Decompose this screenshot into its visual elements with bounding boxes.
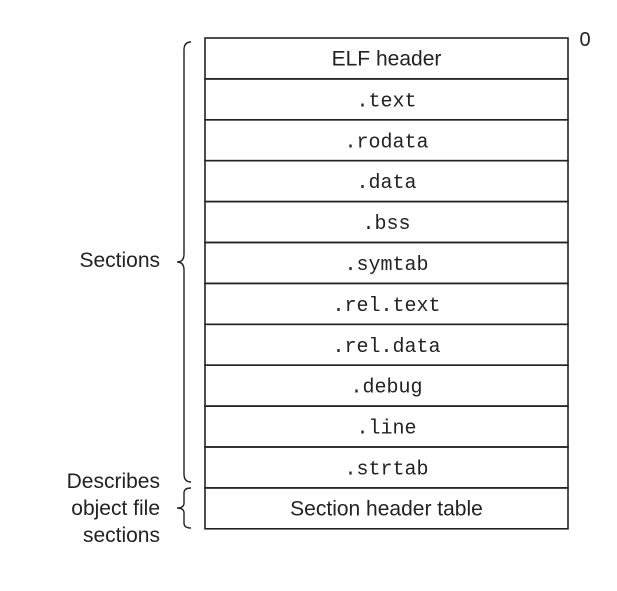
sections-label: Sections (79, 249, 160, 272)
describes-brace (176, 487, 192, 529)
row-label-data: .data (356, 172, 416, 195)
row-label-section-header-table: Section header table (290, 497, 483, 520)
sections-brace (176, 41, 192, 483)
row-label-rel-text: .rel.text (332, 295, 440, 318)
row-label-line: .line (356, 418, 416, 441)
row-label-symtab: .symtab (344, 254, 428, 277)
row-label-elf-header: ELF header (332, 47, 442, 70)
row-label-rel-data: .rel.data (332, 336, 440, 359)
section-table: ELF header .text .rodata .data .bss .symtab .r… (204, 37, 569, 530)
offset-zero-label: 0 (579, 29, 590, 51)
row-label-debug: .debug (350, 377, 422, 400)
row-cell-section-header-table (204, 487, 569, 530)
row-label-text: .text (356, 90, 416, 113)
row-label-bss: .bss (362, 213, 410, 236)
row-label-rodata: .rodata (344, 131, 428, 154)
row-label-strtab: .strtab (344, 458, 428, 481)
